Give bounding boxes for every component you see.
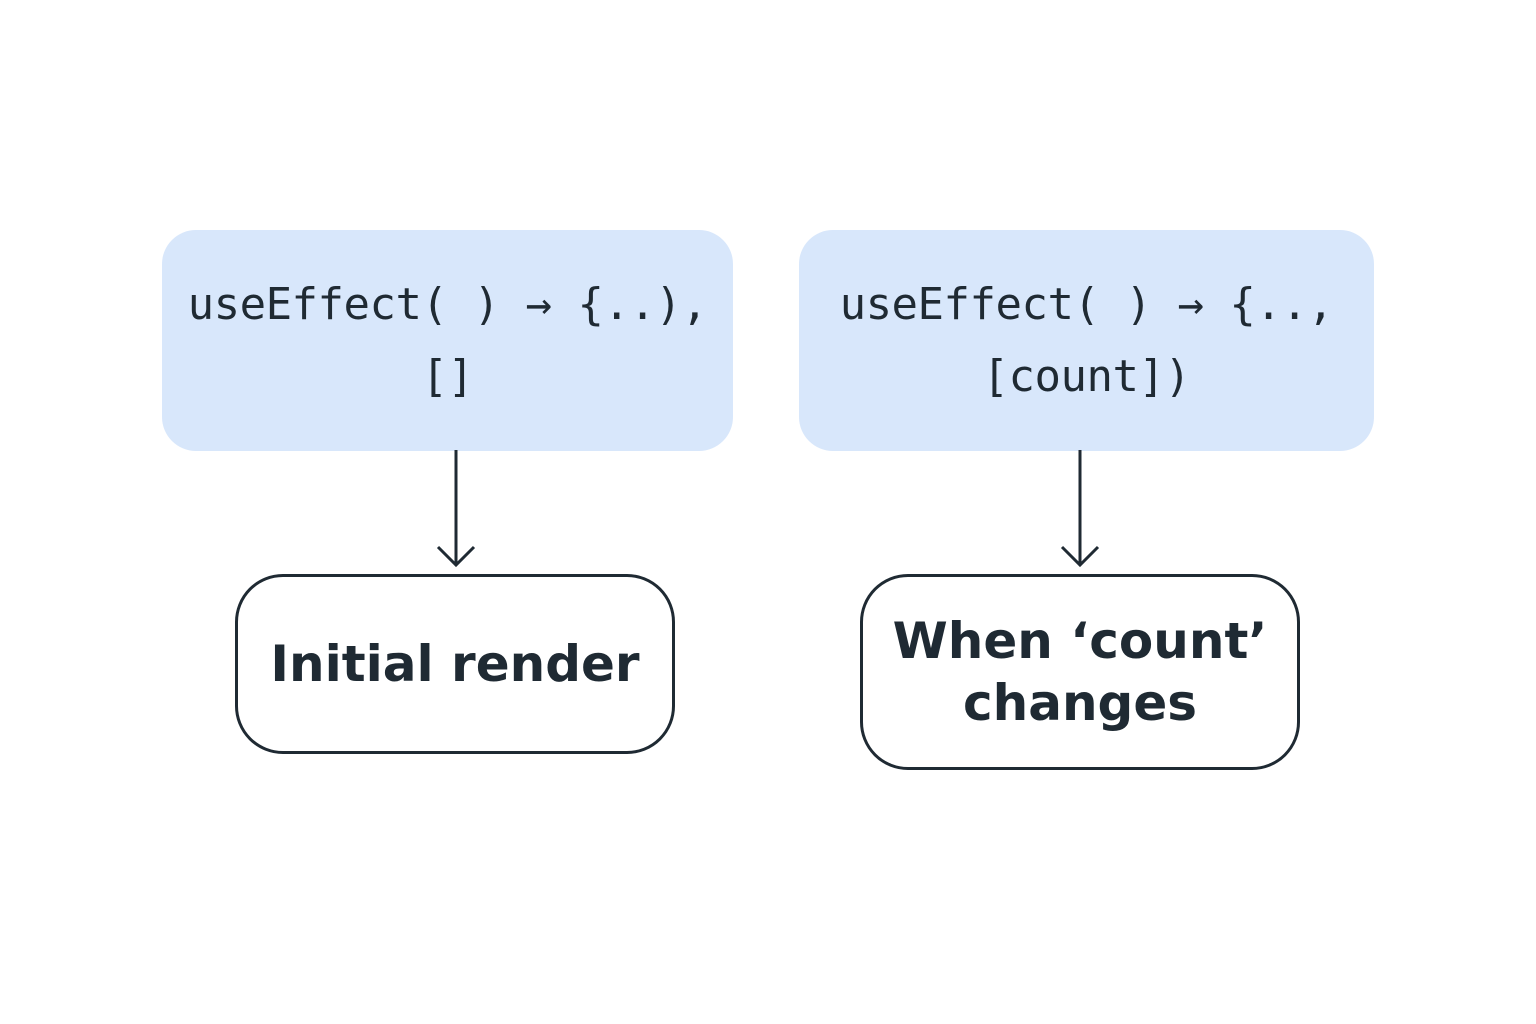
down-arrow-icon — [1060, 450, 1100, 568]
result-label: Initial render — [270, 635, 640, 693]
code-box-count-deps: useEffect( ) → {.., [count]) — [799, 230, 1374, 451]
result-box-count-changes: When ‘count’ changes — [860, 574, 1300, 770]
result-label-line-1: When ‘count’ — [892, 612, 1268, 670]
code-box-empty-deps: useEffect( ) → {..), [] — [162, 230, 733, 451]
result-box-initial-render: Initial render — [235, 574, 675, 754]
down-arrow-icon — [436, 450, 476, 568]
code-line-1: useEffect( ) → {.., — [839, 278, 1334, 330]
code-line-2: [] — [421, 350, 474, 402]
result-label-line-2: changes — [962, 674, 1198, 732]
code-line-2: [count]) — [982, 350, 1191, 402]
code-line-1: useEffect( ) → {..), — [187, 278, 708, 330]
